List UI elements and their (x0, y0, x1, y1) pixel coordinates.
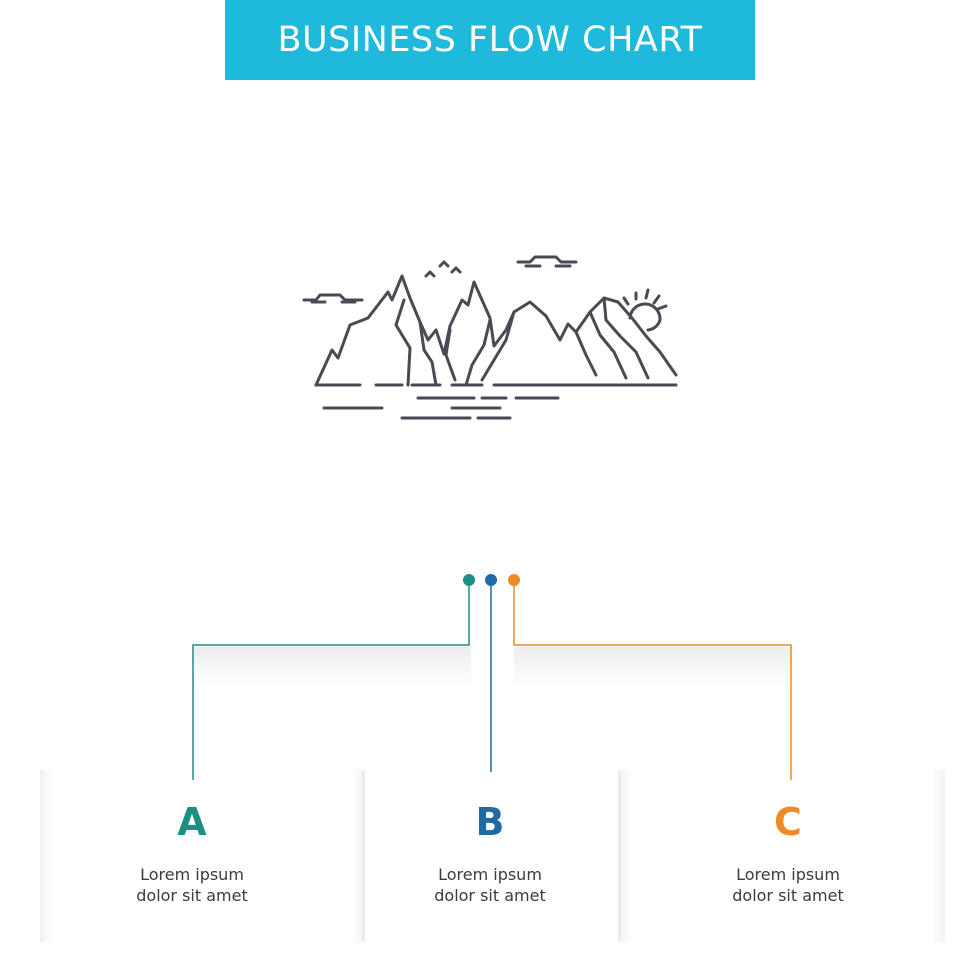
connector-shadow-left (193, 647, 471, 685)
step-panel-c (620, 770, 945, 942)
connector-dot-b (485, 574, 497, 586)
panel-divider (618, 770, 621, 942)
page-title: BUSINESS FLOW CHART (277, 20, 703, 60)
step-c-line1: Lorem ipsum (736, 865, 840, 884)
connector-c (513, 581, 792, 780)
step-a-line1: Lorem ipsum (140, 865, 244, 884)
step-letter-b: B (475, 800, 505, 844)
step-description-a: Lorem ipsum dolor sit amet (92, 864, 292, 906)
step-panel-b (365, 770, 620, 942)
step-c-line2: dolor sit amet (732, 886, 844, 905)
step-b-line1: Lorem ipsum (438, 865, 542, 884)
step-description-c: Lorem ipsum dolor sit amet (688, 864, 888, 906)
panel-divider (362, 770, 365, 942)
mountains-landscape-icon (302, 255, 678, 420)
step-letter-c: C (774, 800, 802, 844)
connector-dot-a (463, 574, 475, 586)
connector-shadow-right (514, 647, 792, 685)
title-banner: BUSINESS FLOW CHART (225, 0, 755, 80)
step-letter-a: A (177, 800, 207, 844)
step-panel-a (40, 770, 365, 942)
step-b-line2: dolor sit amet (434, 886, 546, 905)
step-a-line2: dolor sit amet (136, 886, 248, 905)
connector-dot-c (508, 574, 520, 586)
step-description-b: Lorem ipsum dolor sit amet (390, 864, 590, 906)
connector-a (192, 581, 470, 780)
